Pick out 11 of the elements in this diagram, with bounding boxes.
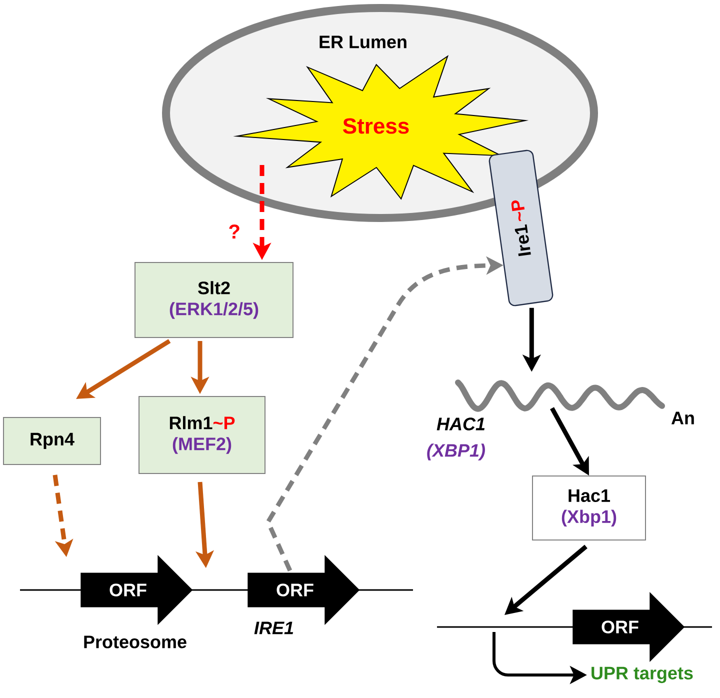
protein-box: Rlm1~P (MEF2) <box>138 396 266 474</box>
gene-label: An <box>671 412 694 424</box>
protein-box: Slt2 (ERK1/2/5) <box>134 262 294 338</box>
target-label: UPR targets <box>592 666 693 684</box>
compartment-label: ER Lumen <box>320 36 406 48</box>
gene-label: Proteosome <box>84 636 186 648</box>
protein-box: Hac1 (Xbp1) <box>532 476 646 540</box>
edge-label: ? <box>229 224 240 238</box>
protein-box: Rpn4 <box>3 417 101 465</box>
gene-label: (XBP1) <box>427 444 485 460</box>
gene-label: HAC1 <box>436 418 485 430</box>
